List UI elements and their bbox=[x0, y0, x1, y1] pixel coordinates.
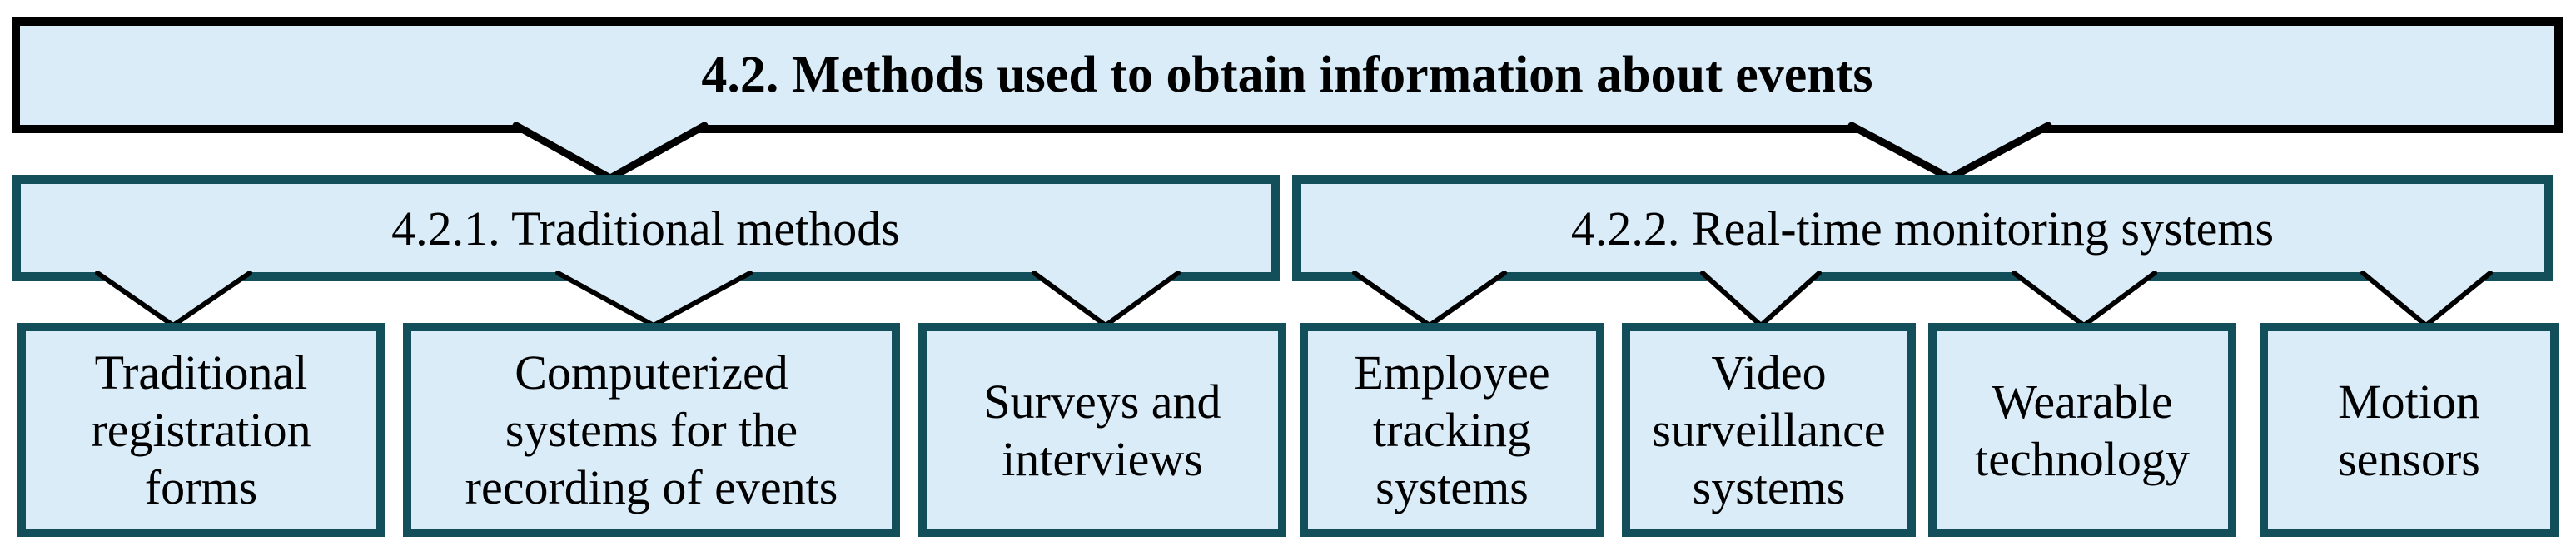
connector-realtime-to-employee-icon bbox=[1352, 271, 1507, 328]
leaf-wearable-technology-label: Wearable technology bbox=[1975, 374, 2190, 486]
leaf-box-computerized-recording-systems: Computerized systems for the recording o… bbox=[403, 323, 900, 537]
branch-box-traditional-methods: 4.2.1. Traditional methods bbox=[12, 175, 1280, 281]
connector-realtime-to-wearable-icon bbox=[2012, 271, 2157, 328]
leaf-box-employee-tracking-systems: Employee tracking systems bbox=[1300, 323, 1604, 537]
leaf-video-surveillance-systems-label: Video surveillance systems bbox=[1652, 345, 1886, 514]
leaf-box-wearable-technology: Wearable technology bbox=[1928, 323, 2236, 537]
leaf-motion-sensors-label: Motion sensors bbox=[2338, 374, 2480, 486]
leaf-employee-tracking-systems-label: Employee tracking systems bbox=[1354, 345, 1550, 514]
connector-realtime-to-motion-icon bbox=[2360, 271, 2493, 328]
connector-traditional-to-computerized-icon bbox=[555, 271, 753, 328]
leaf-box-surveys-interviews: Surveys and interviews bbox=[918, 323, 1286, 537]
root-label: 4.2. Methods used to obtain information … bbox=[701, 47, 1873, 103]
connector-traditional-to-surveys-icon bbox=[1032, 271, 1181, 328]
connector-traditional-to-registration-icon bbox=[95, 271, 252, 328]
connector-realtime-to-video-icon bbox=[1700, 271, 1822, 328]
branch-box-realtime-monitoring: 4.2.2. Real-time monitoring systems bbox=[1292, 175, 2553, 281]
branch-traditional-label: 4.2.1. Traditional methods bbox=[391, 201, 900, 256]
branch-realtime-label: 4.2.2. Real-time monitoring systems bbox=[1570, 201, 2275, 256]
leaf-box-motion-sensors: Motion sensors bbox=[2260, 323, 2559, 537]
leaf-box-traditional-registration-forms: Traditional registration forms bbox=[17, 323, 385, 537]
root-box: 4.2. Methods used to obtain information … bbox=[12, 17, 2563, 133]
leaf-computerized-recording-systems-label: Computerized systems for the recording o… bbox=[465, 345, 838, 514]
leaf-box-video-surveillance-systems: Video surveillance systems bbox=[1622, 323, 1916, 537]
leaf-surveys-interviews-label: Surveys and interviews bbox=[983, 374, 1221, 486]
leaf-traditional-registration-forms-label: Traditional registration forms bbox=[91, 345, 311, 514]
